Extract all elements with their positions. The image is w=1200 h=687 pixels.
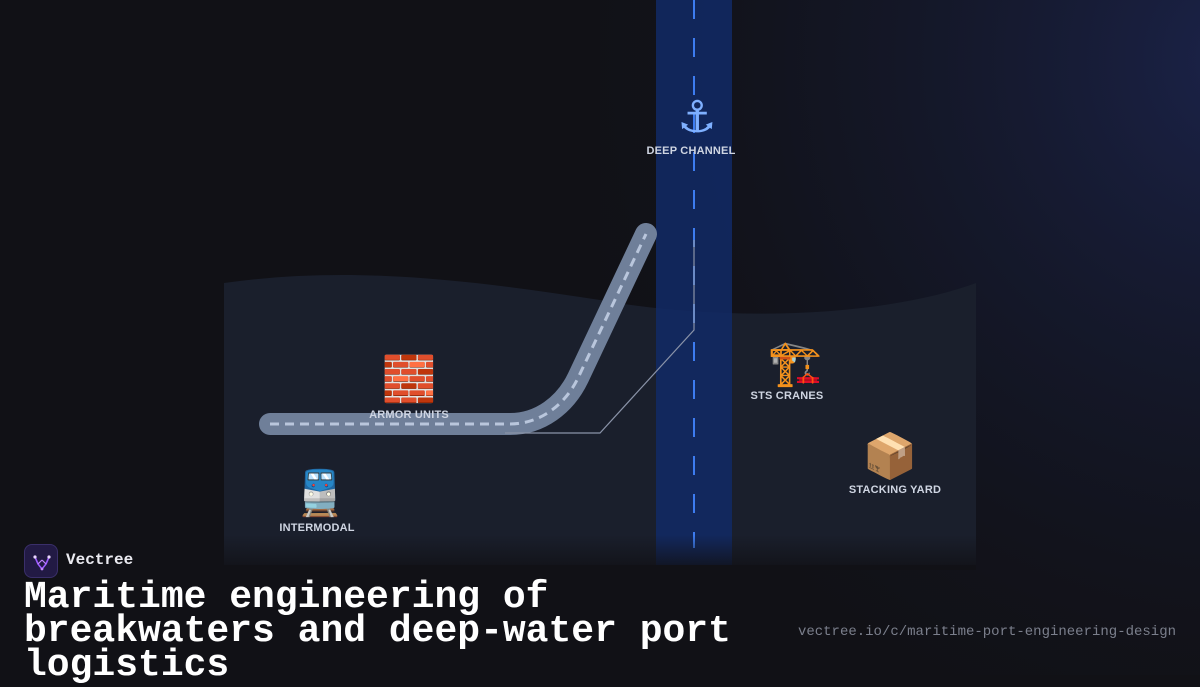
connector-line — [505, 240, 695, 434]
vectree-logo-icon — [33, 555, 51, 571]
stacking-yard-label: STACKING YARD — [848, 484, 942, 496]
brick-icon: 🧱 — [381, 354, 437, 405]
intermodal-label: INTERMODAL — [279, 522, 355, 534]
package-icon: 📦 — [862, 431, 918, 482]
brand-name: Vectree — [66, 551, 134, 569]
crane-icon: 🏗️ — [767, 338, 823, 389]
brand-logo — [24, 544, 58, 578]
source-url[interactable]: vectree.io/c/maritime-port-engineering-d… — [797, 624, 1176, 640]
sts-cranes-label: STS CRANES — [750, 390, 824, 402]
breakwater-dash — [270, 233, 648, 426]
deep-channel-label: DEEP CHANNEL — [646, 145, 736, 157]
train-icon: 🚆 — [292, 468, 348, 519]
anchor-icon: ⚓ — [677, 92, 717, 143]
page-title: Maritime engineering of breakwaters and … — [24, 576, 731, 687]
armor-units-label: ARMOR UNITS — [369, 409, 449, 421]
